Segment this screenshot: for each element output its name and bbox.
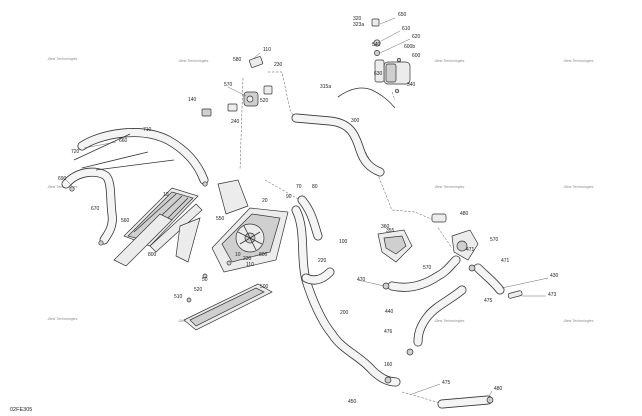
part-label: 440 [385,309,394,315]
small-hose [301,267,335,285]
watermark: -Best Technologies [563,59,594,63]
watermark: -Best Technologies [47,185,78,189]
part-label: 570 [423,265,432,271]
watermark: -Best Technologies [434,319,465,323]
upper-coolant-hose [291,113,385,177]
thermostat-housing [201,56,273,117]
part-label: 710 [143,127,152,133]
part-label: 10 [235,252,241,258]
coolant-reservoir [371,18,411,94]
part-label: 690 [58,176,67,182]
part-label: 90 [286,194,292,200]
part-label: 510 [174,294,183,300]
part-label: 670 [91,206,100,212]
part-label: 200 [340,310,349,316]
part-label: 520 [260,98,269,104]
watermark: -Best Technologies [47,317,78,321]
part-label: 550 [216,216,225,222]
part-label: 471 [501,258,510,264]
lower-coolant-hose [291,205,401,387]
watermark: -Best Technologies [178,59,209,63]
part-label: 480 [460,211,469,217]
part-label: 450 [348,399,357,405]
part-label: 610 [402,26,411,32]
part-label: 355 [386,228,395,234]
part-label: 570 [224,82,233,88]
part-label: 160 [384,362,393,368]
part-label: 110 [263,47,271,53]
part-label: 10 [163,192,169,198]
part-label: 230 [243,256,252,262]
part-label: 315a [320,84,331,90]
part-label: 800 [259,252,268,258]
leader-lines [65,17,549,399]
watermark: -Best Technologies [563,319,594,323]
watermark: -Best Technologies [563,185,594,189]
part-label: 600 [412,53,421,59]
overflow-hose [337,87,396,109]
part-label: 650 [398,12,407,18]
part-label: 140 [188,97,197,103]
part-label: 70 [296,184,302,190]
part-label: 323a [353,22,364,28]
part-label: 80 [312,184,318,190]
radiator-guard [61,128,209,246]
water-pump-bracket [377,213,479,263]
part-label: 475 [442,380,451,386]
part-label: 20 [262,198,268,204]
part-label: 520 [194,287,203,293]
part-label: 620 [412,34,421,40]
bottom-hose [384,348,494,409]
diagram-code: 02FE305 [10,407,32,413]
part-label: 630 [374,71,383,77]
part-label: 360 [381,224,390,230]
part-label: 470 [357,277,366,283]
watermark: -Best Technologies [434,59,465,63]
part-label: 240 [231,119,240,125]
part-label: 800 [148,252,157,258]
part-label: 540 [372,42,381,48]
lower-support-frame [183,260,273,331]
part-label: 480 [494,386,503,392]
part-label: 475 [484,298,493,304]
radiator [113,187,203,267]
bypass-hose [297,195,323,241]
watermark: -Best Technologies [434,185,465,189]
part-label: 500 [260,284,269,290]
part-label: 430 [550,273,559,279]
part-label: 220 [318,258,327,264]
part-labels: 320 323a 650 610 620 540 600b 630 600 34… [58,12,559,405]
part-label: 230 [274,62,283,68]
part-label: 580 [233,57,242,63]
part-label: 340 [407,82,416,88]
part-label: 600b [404,44,415,50]
part-label: 320 [353,16,362,22]
part-label: 473 [548,292,557,298]
part-label: 660 [119,138,128,144]
part-label: 50 [202,277,208,283]
part-label: 560 [121,218,130,224]
fan-assembly [175,179,289,273]
part-label: 570 [490,237,499,243]
part-label: 476 [384,329,393,335]
watermark: -Best Technologies [47,57,78,61]
watermarks: -Best Technologies -Best Technologies -B… [47,57,594,323]
part-label: 110 [246,262,254,268]
part-label: 300 [351,118,360,124]
part-label: 471 [466,247,475,253]
part-label: 720 [71,149,80,155]
engine-coolant-hoses [382,255,523,347]
part-label: 100 [339,239,348,245]
